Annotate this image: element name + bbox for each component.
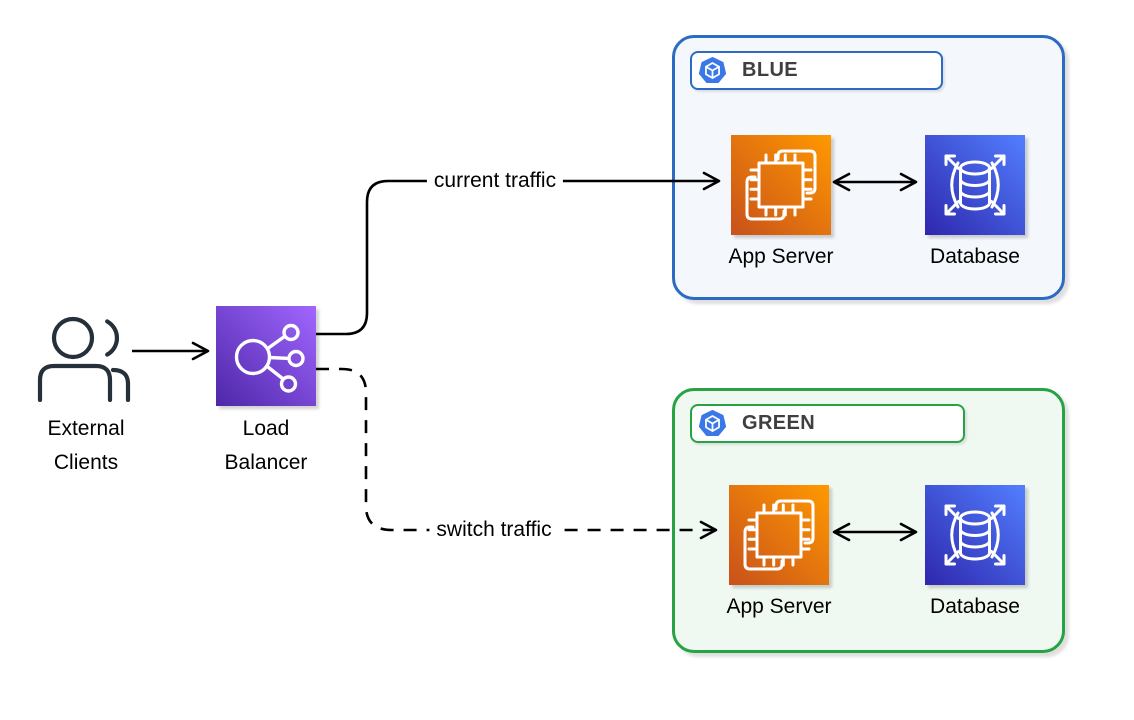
label-line: Balancer bbox=[224, 451, 308, 474]
green-database-label: Database bbox=[930, 595, 1020, 618]
edge-label-current-traffic: current traffic bbox=[426, 168, 564, 194]
external-clients-label: External Clients bbox=[6, 412, 166, 480]
group-blue-name: BLUE bbox=[742, 59, 799, 81]
app-server-icon bbox=[729, 485, 829, 585]
load-balancer-label: Load Balancer bbox=[186, 412, 346, 480]
group-blue-tag: BLUE bbox=[690, 51, 943, 90]
edge-current-traffic bbox=[316, 171, 721, 336]
users-icon bbox=[37, 316, 131, 402]
edge-label-switch-traffic: switch traffic bbox=[429, 517, 559, 543]
group-green: GREEN App bbox=[672, 388, 1065, 653]
green-app-server-label: App Server bbox=[726, 595, 832, 618]
blue-database-label: Database bbox=[930, 245, 1020, 268]
group-green-tag: GREEN bbox=[690, 404, 965, 443]
group-blue: BLUE App bbox=[672, 35, 1065, 300]
database-icon bbox=[925, 135, 1025, 235]
label-line: Clients bbox=[53, 451, 119, 474]
group-green-name: GREEN bbox=[742, 412, 816, 434]
deployment-unit-icon bbox=[699, 57, 726, 83]
database-icon bbox=[925, 485, 1025, 585]
blue-app-server-label: App Server bbox=[728, 245, 834, 268]
label-line: Load bbox=[242, 417, 290, 440]
label-line: External bbox=[47, 417, 125, 440]
edge-switch-traffic bbox=[316, 367, 718, 540]
deployment-unit-icon bbox=[699, 410, 726, 436]
app-server-icon bbox=[731, 135, 831, 235]
load-balancer-icon bbox=[216, 306, 316, 406]
